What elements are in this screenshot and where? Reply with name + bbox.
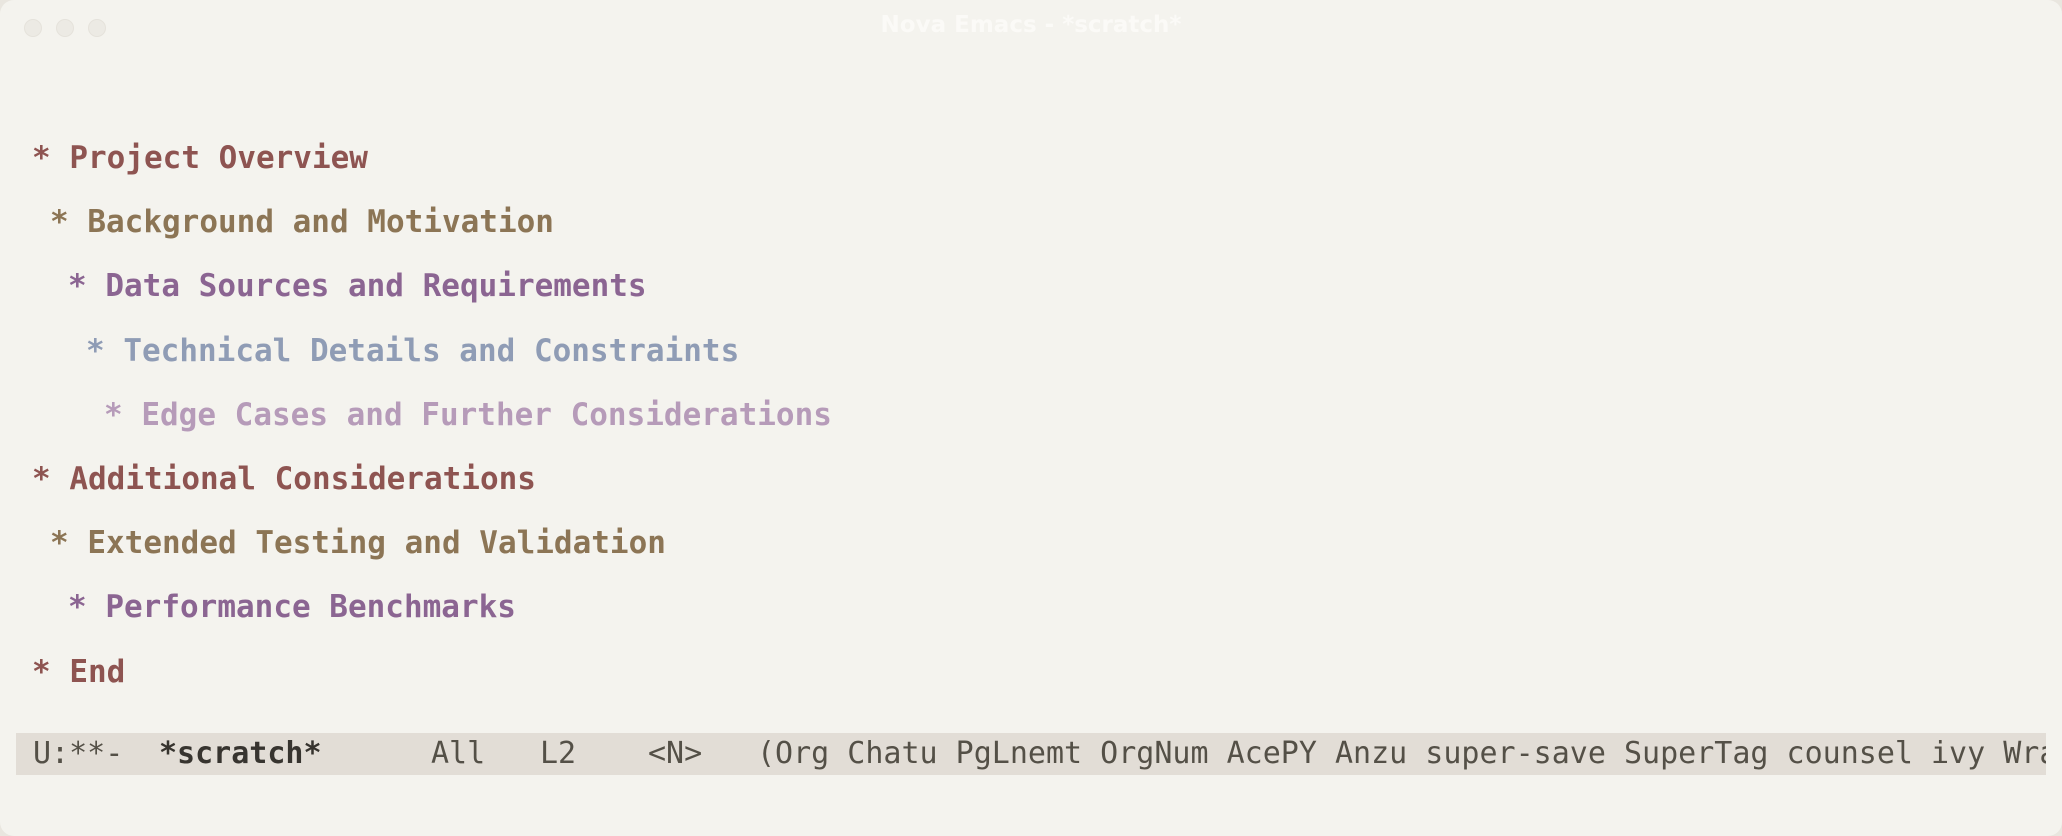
org-heading[interactable]: * Extended Testing and Validation xyxy=(32,519,832,583)
heading-text: Performance Benchmarks xyxy=(105,589,516,626)
heading-text: Data Sources and Requirements xyxy=(105,268,647,305)
buffer-position: All xyxy=(431,736,486,771)
heading-stars: * xyxy=(32,460,51,497)
zoom-window-button[interactable] xyxy=(88,19,106,37)
heading-text: Background and Motivation xyxy=(87,204,554,241)
heading-text: Edge Cases and Further Considerations xyxy=(141,396,832,433)
buffer-state-indicator: U:**- xyxy=(33,736,124,771)
heading-text: Project Overview xyxy=(69,140,368,176)
close-window-button[interactable] xyxy=(24,19,42,37)
org-buffer[interactable]: * Project Overview * Background and Moti… xyxy=(32,134,832,712)
org-heading[interactable]: * Edge Cases and Further Considerations xyxy=(32,391,832,455)
org-heading[interactable]: * Additional Considerations xyxy=(32,455,832,519)
mode-list[interactable]: (Org Chatu PgLnemt OrgNum AcePY Anzu sup… xyxy=(757,736,2046,771)
org-heading[interactable]: * Performance Benchmarks xyxy=(32,583,832,647)
heading-stars: * xyxy=(50,525,69,562)
heading-text: End xyxy=(69,653,126,690)
heading-text: Additional Considerations xyxy=(69,460,536,497)
heading-text: Technical Details and Constraints xyxy=(123,332,740,369)
heading-text: Extended Testing and Validation xyxy=(87,525,666,562)
heading-stars: * xyxy=(68,589,87,626)
heading-stars: * xyxy=(50,204,69,241)
org-heading[interactable]: * End xyxy=(32,648,832,712)
evil-state-indicator: <N> xyxy=(648,736,703,771)
mode-line[interactable]: U:**- *scratch* All L2 <N> (Org Chatu Pg… xyxy=(16,733,2046,775)
heading-stars: * xyxy=(32,653,51,690)
title-bar: Nova Emacs - *scratch* xyxy=(0,0,2062,52)
minimize-window-button[interactable] xyxy=(56,19,74,37)
buffer-name[interactable]: *scratch* xyxy=(159,736,322,771)
heading-stars: * xyxy=(32,140,51,176)
org-heading[interactable]: * Data Sources and Requirements xyxy=(32,262,832,326)
window-controls xyxy=(24,19,106,37)
line-number: L2 xyxy=(540,736,577,771)
org-heading[interactable]: * Project Overview xyxy=(32,134,832,198)
window-title: Nova Emacs - *scratch* xyxy=(880,12,1182,38)
org-heading[interactable]: * Background and Motivation xyxy=(32,198,832,262)
heading-stars: * xyxy=(86,332,105,369)
heading-stars: * xyxy=(68,268,87,305)
org-heading[interactable]: * Technical Details and Constraints xyxy=(32,327,832,391)
heading-stars: * xyxy=(104,396,123,433)
